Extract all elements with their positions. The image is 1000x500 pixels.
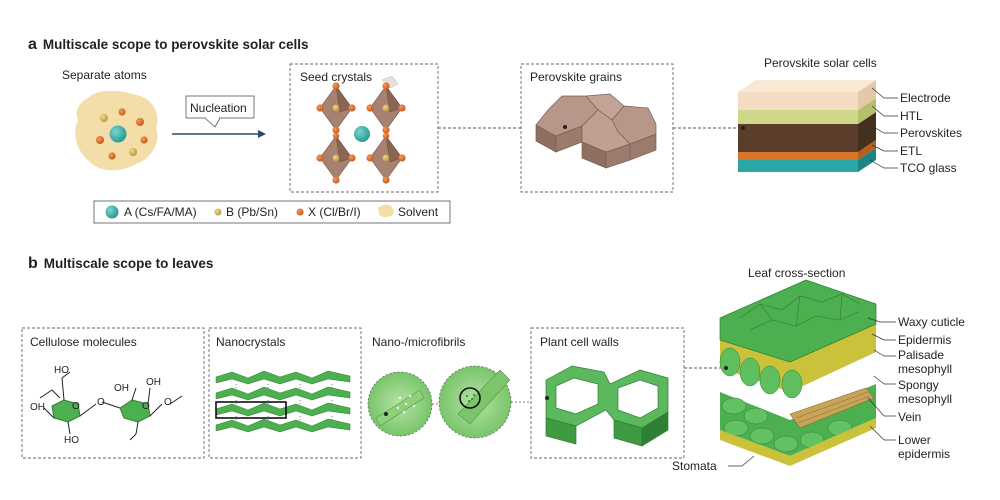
atom-x	[96, 136, 104, 144]
nanocrystals-label: Nanocrystals	[216, 335, 286, 349]
leaf-label-waxy-cuticle: Waxy cuticle	[898, 315, 965, 329]
leaf-label-lower-epidermis: epidermis	[898, 447, 951, 461]
layer-label-tco-glass: TCO glass	[900, 161, 957, 175]
perovskite-grains-illustration	[535, 93, 657, 169]
legend-label-solvent: Solvent	[398, 205, 439, 219]
fibrils-label: Nano-/microfibrils	[372, 335, 466, 349]
leaf-label-spongy: Spongy	[898, 378, 939, 392]
nucleation-label: Nucleation	[190, 101, 247, 115]
molecule-label-o-end: O	[164, 397, 172, 408]
molecule-label-ho-top: HO	[54, 365, 69, 376]
legend-solvent-icon	[377, 204, 395, 218]
leaf-label-palisade-mesophyll: mesophyll	[898, 362, 953, 376]
legend-atom-b-icon	[214, 208, 222, 216]
atom-b	[129, 148, 137, 156]
perovskite-grains-label: Perovskite grains	[530, 70, 623, 84]
perovskite-grains-box	[520, 63, 674, 193]
stomata-label: Stomata	[672, 459, 717, 473]
nanocrystals-box	[208, 327, 362, 459]
panel-b-letter: b	[28, 255, 38, 272]
nanocrystal-array	[215, 370, 351, 433]
atom-a	[109, 125, 127, 143]
leaf-label-lower: Lower	[898, 433, 931, 447]
atom-x	[140, 136, 148, 144]
fibrils-illustration	[367, 365, 531, 439]
seed-crystals-label: Seed crystals	[300, 70, 373, 84]
nanocrystal-highlight-box	[215, 401, 287, 419]
legend-atom-a-icon	[105, 205, 119, 219]
seed-crystal-structure	[316, 75, 406, 184]
molecule-label-oh-right: OH	[146, 377, 161, 388]
layer-tco-glass	[738, 160, 858, 172]
leaf-label-epidermis: Epidermis	[898, 333, 952, 347]
molecule-label-o-ring1: O	[72, 401, 80, 412]
legend-label-x: X (Cl/Br/I)	[308, 205, 361, 219]
cellulose-label: Cellulose molecules	[30, 335, 137, 349]
plant-cell-walls-illustration	[545, 365, 669, 447]
panel-a-title: a Multiscale scope to perovskite solar ce…	[28, 36, 309, 53]
legend-label-b: B (Pb/Sn)	[226, 205, 279, 219]
molecule-label-o-bridge: O	[97, 397, 105, 408]
layer-leader-lines	[869, 87, 898, 169]
atom-x	[118, 108, 126, 116]
nucleation-callout	[185, 95, 255, 128]
molecule-label-oh-mid: OH	[114, 383, 129, 394]
layer-label-htl: HTL	[900, 109, 923, 123]
panel-a-title-text: Multiscale scope to perovskite solar cel…	[42, 37, 309, 52]
legend-box	[93, 200, 451, 224]
cell-walls-label: Plant cell walls	[540, 335, 619, 349]
layer-label-etl: ETL	[900, 144, 923, 158]
leaf-label-vein: Vein	[898, 410, 922, 424]
nucleation-arrow	[172, 130, 266, 138]
separate-atoms-illustration	[75, 90, 158, 171]
atom-a	[354, 126, 370, 142]
panel-a-letter: a	[28, 36, 37, 53]
cellulose-box	[21, 327, 205, 459]
leaf-label-spongy-mesophyll: mesophyll	[898, 392, 953, 406]
atom-x	[136, 118, 144, 126]
layer-electrode	[738, 92, 858, 110]
panel-b-title-text: Multiscale scope to leaves	[43, 256, 214, 271]
cellulose-molecule	[39, 371, 183, 441]
leaf-leader-lines	[728, 317, 896, 467]
legend-label-a: A (Cs/FA/MA)	[124, 205, 197, 219]
layer-perovskite	[738, 124, 858, 152]
leaf-label-palisade: Palisade	[898, 348, 945, 362]
molecule-label-ho-bottom: HO	[64, 435, 79, 446]
atom-b	[100, 114, 108, 122]
layer-htl	[738, 110, 858, 124]
atom-x	[108, 152, 116, 160]
molecule-label-oh-left: OH	[30, 402, 45, 413]
legend-atom-x-icon	[296, 208, 304, 216]
separate-atoms-label: Separate atoms	[62, 68, 147, 82]
panel-b-title: b Multiscale scope to leaves	[28, 255, 214, 272]
layer-label-perovskites: Perovskites	[900, 126, 963, 140]
molecule-label-o-ring2: O	[142, 401, 150, 412]
cell-walls-box	[530, 327, 685, 459]
solar-cells-title: Perovskite solar cells	[764, 56, 877, 70]
solar-cell-stack	[738, 80, 876, 172]
layer-label-electrode: Electrode	[900, 91, 951, 105]
leaf-cross-section	[719, 279, 877, 466]
leaf-title: Leaf cross-section	[748, 266, 846, 280]
layer-etl	[738, 152, 858, 160]
